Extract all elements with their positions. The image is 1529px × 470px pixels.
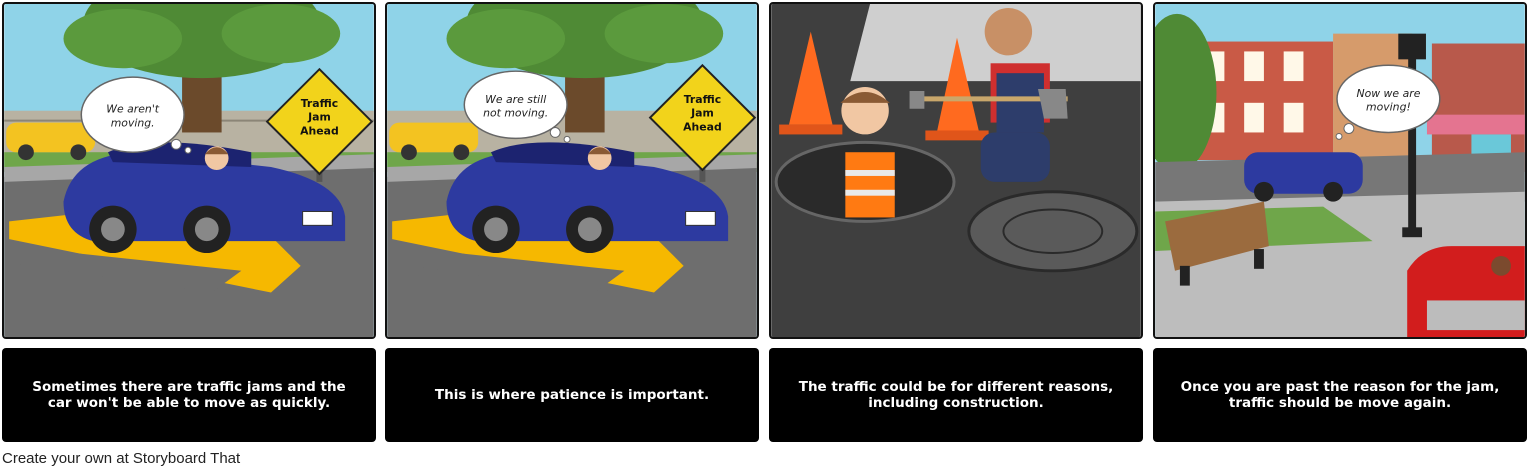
sign-line-1: Traffic — [684, 93, 721, 106]
bubble-line-2: moving. — [111, 117, 155, 130]
thought-bubble: We aren't moving. — [80, 76, 192, 154]
caption-4: Once you are past the reason for the jam… — [1153, 348, 1527, 442]
bubble-line-1: We aren't — [106, 103, 160, 116]
red-car — [1407, 246, 1525, 337]
traffic-sign: Traffic Jam Ahead — [265, 67, 374, 182]
footer-link[interactable]: Create your own at Storyboard That — [2, 450, 241, 467]
caption-3: The traffic could be for different reaso… — [769, 348, 1143, 442]
bubble-line-1: We are still — [485, 93, 546, 106]
caption-2: This is where patience is important. — [385, 348, 759, 442]
panel-1-scene: Traffic Jam Ahead We aren't moving. — [4, 4, 374, 337]
sign-line-3: Ahead — [683, 120, 722, 133]
yellow-car — [389, 122, 479, 161]
thought-bubble: We are still not moving. — [463, 70, 571, 143]
worker-with-shovel — [909, 7, 1068, 182]
sign-line-2: Jam — [307, 111, 331, 124]
bubble-line-2: not moving. — [483, 107, 548, 120]
manhole-cover — [967, 190, 1139, 273]
panel-4: Now we are moving! — [1153, 2, 1527, 339]
panel-2-scene: Traffic Jam Ahead We are still not movin… — [387, 4, 757, 337]
traffic-cone — [925, 37, 989, 141]
panel-3 — [769, 2, 1143, 339]
bubble-line-2: moving! — [1366, 101, 1411, 114]
yellow-car — [6, 122, 96, 161]
sign-line-2: Jam — [690, 107, 714, 120]
lamp-post — [1398, 33, 1426, 238]
traffic-sign: Traffic Jam Ahead — [648, 63, 757, 182]
blue-car — [1244, 152, 1363, 202]
bubble-line-1: Now we are — [1356, 87, 1420, 100]
caption-1: Sometimes there are traffic jams and the… — [2, 348, 376, 442]
thought-bubble: Now we are moving! — [1335, 64, 1441, 140]
sign-line-1: Traffic — [301, 97, 338, 110]
sign-line-3: Ahead — [300, 124, 339, 137]
blue-car — [446, 142, 729, 254]
traffic-cone — [779, 31, 843, 135]
panel-2: Traffic Jam Ahead We are still not movin… — [385, 2, 759, 339]
worker-in-manhole — [840, 87, 895, 218]
panel-3-scene — [771, 4, 1141, 337]
bench — [1165, 201, 1269, 286]
panel-1: Traffic Jam Ahead We aren't moving. — [2, 2, 376, 339]
tree — [1155, 13, 1217, 172]
shop-awning — [1426, 114, 1525, 135]
panel-4-scene: Now we are moving! — [1155, 4, 1525, 337]
